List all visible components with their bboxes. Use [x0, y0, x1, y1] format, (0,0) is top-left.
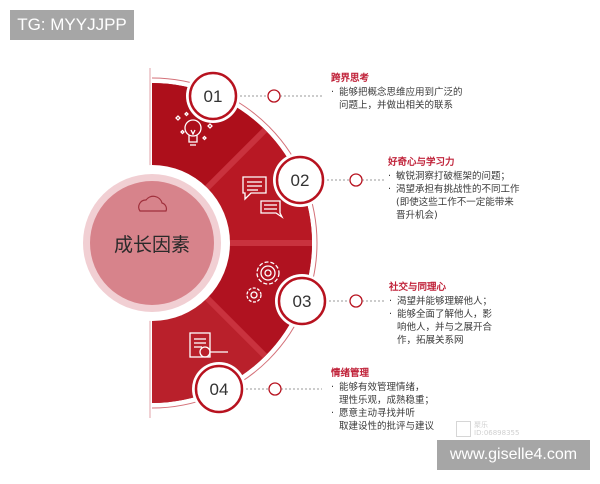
center-circle [90, 181, 214, 305]
connector-02 [327, 173, 386, 187]
svg-text:03: 03 [293, 292, 312, 311]
factor-04-bullet-2: 愿意主动寻找并听 取建设性的批评与建议 [331, 407, 434, 433]
svg-text:01: 01 [204, 87, 223, 106]
number-marker-03: 03 [275, 274, 329, 328]
connector-03 [329, 294, 386, 308]
top-left-tag-watermark: TG: MYYJJPP [10, 10, 134, 40]
factor-01-description: 跨界思考 能够把概念思维应用到广泛的 问题上，并做出相关的联系 [331, 72, 463, 112]
factor-01-title: 跨界思考 [331, 73, 370, 84]
chat-bubbles-icon [242, 176, 284, 219]
factor-02-bullet-2: 渴望承担有挑战性的不同工作 (即使这些工作不一定能带来 晋升机会) [388, 183, 520, 222]
gears-icon [246, 261, 280, 303]
number-marker-02: 02 [273, 153, 327, 207]
number-marker-01: 01 [186, 69, 240, 123]
connector-04 [246, 382, 322, 396]
factor-04-bullet-1: 能够有效管理情绪， 理性乐观，成熟稳重； [331, 381, 434, 407]
factor-04-title: 情绪管理 [331, 368, 370, 379]
factor-03-bullet-1: 渴望并能够理解他人； [389, 295, 492, 308]
cloud-icon [138, 195, 168, 212]
center-label: 成长因素 [113, 234, 190, 256]
document-search-icon [189, 332, 228, 358]
factor-02-bullet-1: 敏锐洞察打破框架的问题； [388, 170, 520, 183]
factor-04-description: 情绪管理 能够有效管理情绪， 理性乐观，成熟稳重； 愿意主动寻找并听 取建设性的… [331, 367, 434, 433]
connector-01 [240, 89, 322, 103]
url-watermark: www.giselle4.com [437, 440, 590, 470]
svg-text:02: 02 [291, 171, 310, 190]
faint-logo-watermark: 聚乐 ID:06898355 [456, 420, 546, 438]
factor-01-bullet-1: 能够把概念思维应用到广泛的 问题上，并做出相关的联系 [331, 86, 463, 112]
number-marker-04: 04 [192, 362, 246, 416]
factor-03-description: 社交与同理心 渴望并能够理解他人； 能够全面了解他人，影 响他人，并与之展开合 … [389, 281, 492, 347]
segment-01 [152, 83, 265, 190]
factor-02-title: 好奇心与学习力 [388, 157, 455, 168]
logo-icon [456, 421, 471, 437]
svg-text:04: 04 [210, 380, 229, 399]
lightbulb-icon [175, 111, 213, 146]
factor-03-title: 社交与同理心 [389, 282, 447, 293]
factor-02-description: 好奇心与学习力 敏锐洞察打破框架的问题； 渴望承担有挑战性的不同工作 (即使这些… [388, 156, 520, 222]
factor-03-bullet-2: 能够全面了解他人，影 响他人，并与之展开合 作，拓展关系网 [389, 308, 492, 347]
